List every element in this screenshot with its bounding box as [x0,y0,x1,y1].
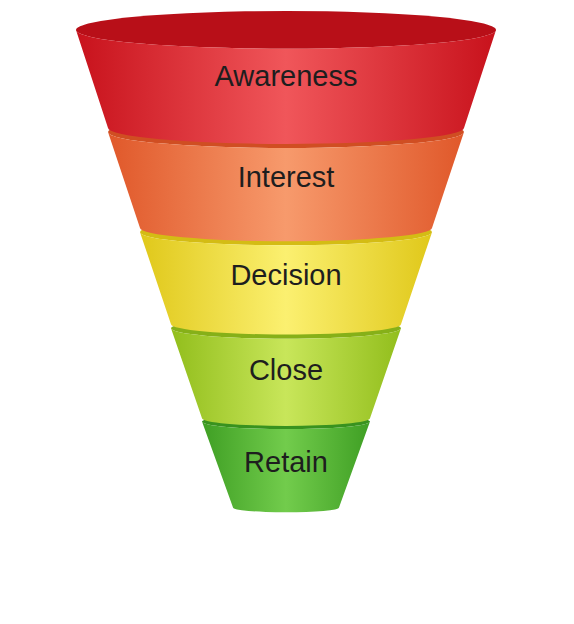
funnel-band: Retain [202,414,370,512]
band-label: Decision [140,259,432,292]
band-rim [108,116,464,148]
band-body [140,232,432,334]
band-body [202,422,370,513]
band-label: Retain [202,446,370,479]
band-rim [202,414,370,429]
band-rim [171,318,401,339]
funnel-band: Awareness [76,11,496,144]
band-label: Close [171,354,401,387]
band-rim [76,11,496,49]
band-rim [140,219,432,245]
band-body [76,30,496,144]
band-label: Awareness [76,60,496,93]
band-body [108,132,464,241]
band-body [171,328,401,426]
band-label: Interest [108,161,464,194]
